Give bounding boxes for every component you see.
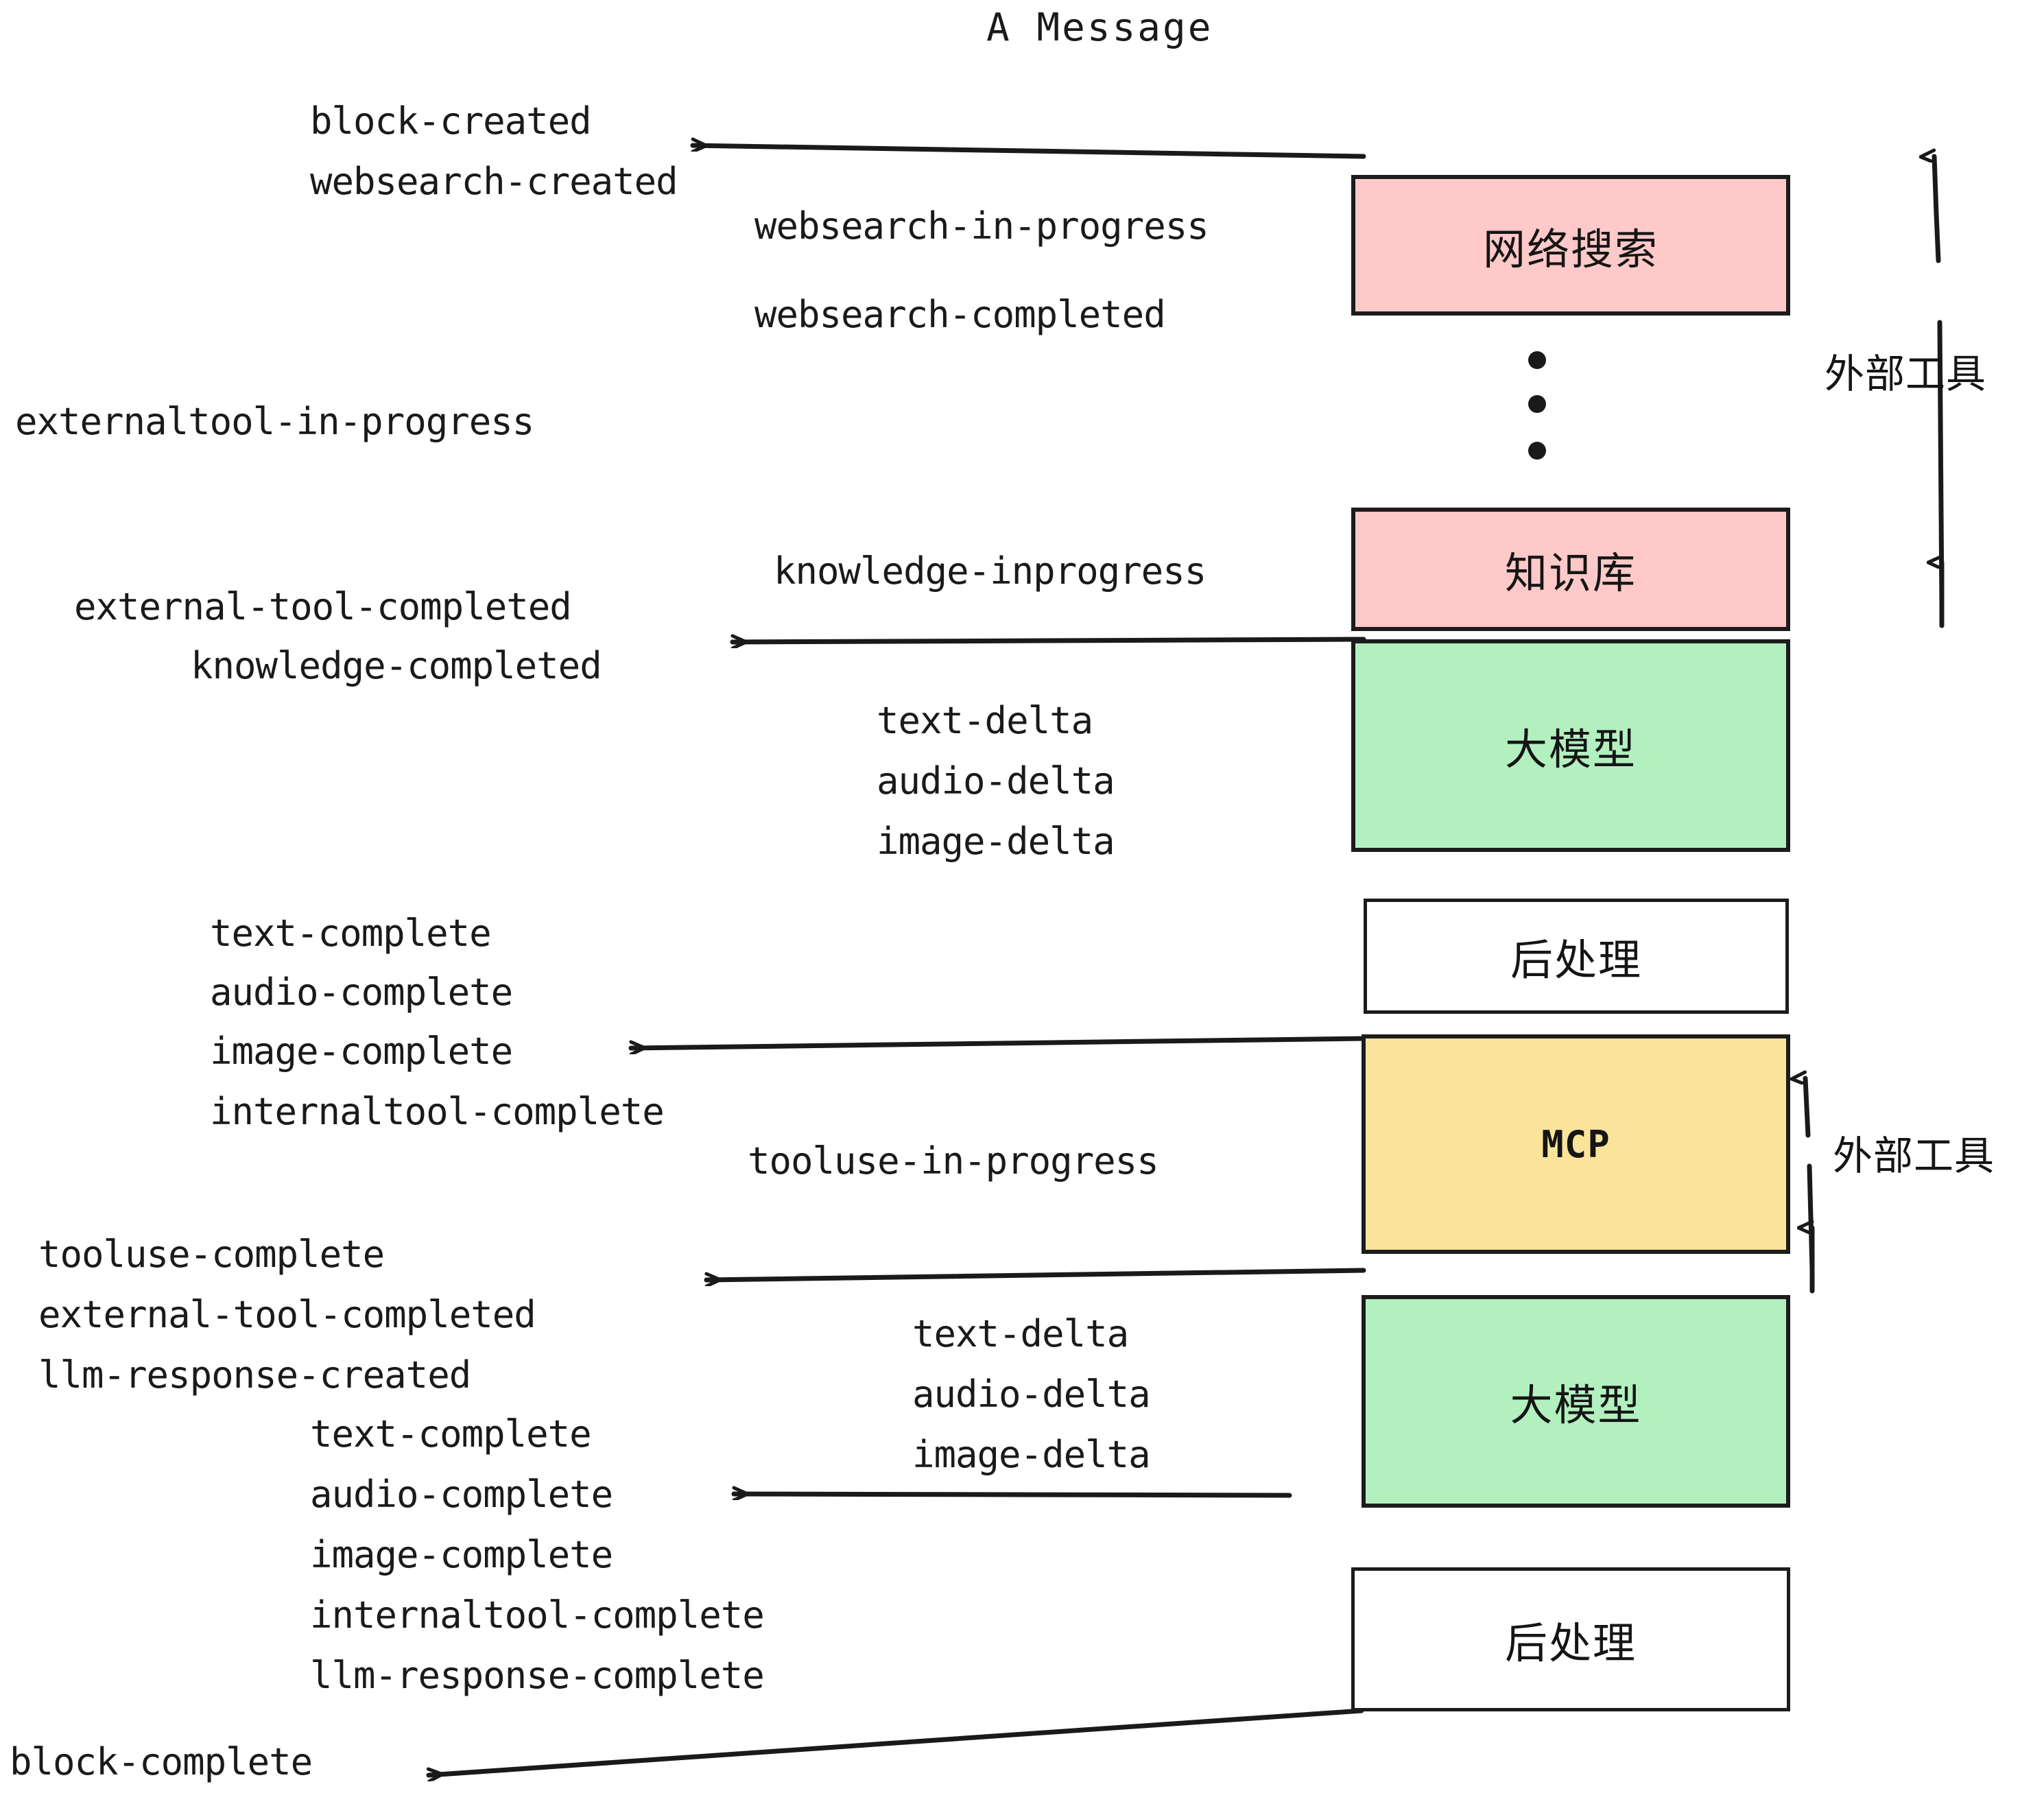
- node-websearch[interactable]: 网络搜索: [1351, 175, 1790, 316]
- event-audio-complete-1: audio-complete: [210, 971, 513, 1014]
- event-audio-complete-2: audio-complete: [310, 1473, 613, 1516]
- event-block-complete: block-complete: [10, 1740, 313, 1783]
- node-mcp[interactable]: MCP: [1362, 1034, 1790, 1254]
- node-postprocess-2-label: 后处理: [1504, 1618, 1637, 1668]
- external-tools-span-arrow-top: [1934, 156, 1941, 263]
- event-image-complete-1: image-complete: [210, 1030, 513, 1073]
- event-image-delta-1: image-delta: [877, 820, 1115, 863]
- event-text-delta-1: text-delta: [877, 699, 1093, 742]
- event-websearch-created: websearch-created: [310, 160, 678, 203]
- node-knowledge-label: 知识库: [1504, 548, 1637, 598]
- event-audio-delta-2: audio-delta: [912, 1373, 1151, 1416]
- node-mcp-label: MCP: [1541, 1122, 1611, 1166]
- arrow-postprocess-to-image-complete: [628, 1036, 1366, 1048]
- arrow-llm2-to-audio-complete: [731, 1494, 1292, 1495]
- event-externaltool-in-progress: externaltool-in-progress: [15, 400, 534, 443]
- node-llm-1-label: 大模型: [1504, 724, 1637, 774]
- external-tools-span-arrow-bottom-up: [1805, 1078, 1811, 1138]
- arrow-postprocess2-to-block-complete: [426, 1708, 1364, 1775]
- node-postprocess-1[interactable]: 后处理: [1364, 899, 1789, 1014]
- node-websearch-label: 网络搜索: [1482, 224, 1659, 274]
- arrow-knowledge-to-completed: [730, 639, 1366, 642]
- event-websearch-in-progress: websearch-in-progress: [754, 204, 1209, 248]
- node-postprocess-1-label: 后处理: [1510, 935, 1642, 985]
- node-llm-1[interactable]: 大模型: [1351, 639, 1790, 852]
- event-tooluse-in-progress: tooluse-in-progress: [748, 1139, 1159, 1183]
- event-audio-delta-1: audio-delta: [877, 759, 1115, 803]
- event-block-created: block-created: [310, 99, 592, 143]
- arrow-websearch-to-created: [690, 145, 1366, 159]
- group-label-external-tools-top: 外部工具: [1825, 351, 1987, 397]
- node-knowledge[interactable]: 知识库: [1351, 508, 1790, 631]
- page-title: A Message: [986, 5, 1213, 50]
- group-label-external-tools-bottom: 外部工具: [1833, 1132, 1995, 1179]
- event-text-delta-2: text-delta: [912, 1312, 1129, 1355]
- event-websearch-completed: websearch-completed: [754, 293, 1166, 336]
- node-llm-2-label: 大模型: [1510, 1380, 1642, 1430]
- event-text-complete-1: text-complete: [210, 912, 492, 955]
- event-external-tool-completed-2: external-tool-completed: [38, 1293, 536, 1336]
- event-tooluse-complete: tooluse-complete: [38, 1233, 385, 1276]
- arrow-mcp-to-tooluse-complete: [704, 1268, 1366, 1280]
- event-llm-response-complete: llm-response-complete: [310, 1654, 765, 1697]
- event-external-tool-completed-1: external-tool-completed: [74, 585, 572, 628]
- ellipsis-dot-1: [1528, 351, 1546, 369]
- event-llm-response-created: llm-response-created: [38, 1353, 471, 1397]
- event-internaltool-complete-1: internaltool-complete: [210, 1090, 665, 1133]
- event-internaltool-complete-2: internaltool-complete: [310, 1593, 765, 1637]
- ellipsis-dot-3: [1528, 442, 1546, 460]
- ellipsis-dot-2: [1528, 395, 1546, 413]
- event-text-complete-2: text-complete: [310, 1412, 592, 1456]
- event-image-complete-2: image-complete: [310, 1533, 613, 1576]
- event-image-delta-2: image-delta: [912, 1433, 1151, 1476]
- external-tools-span-arrow-bottom-down: [1809, 1163, 1815, 1294]
- node-postprocess-2[interactable]: 后处理: [1351, 1567, 1790, 1711]
- node-llm-2[interactable]: 大模型: [1362, 1295, 1790, 1508]
- event-knowledge-inprogress: knowledge-inprogress: [774, 549, 1207, 593]
- event-knowledge-completed: knowledge-completed: [191, 644, 602, 687]
